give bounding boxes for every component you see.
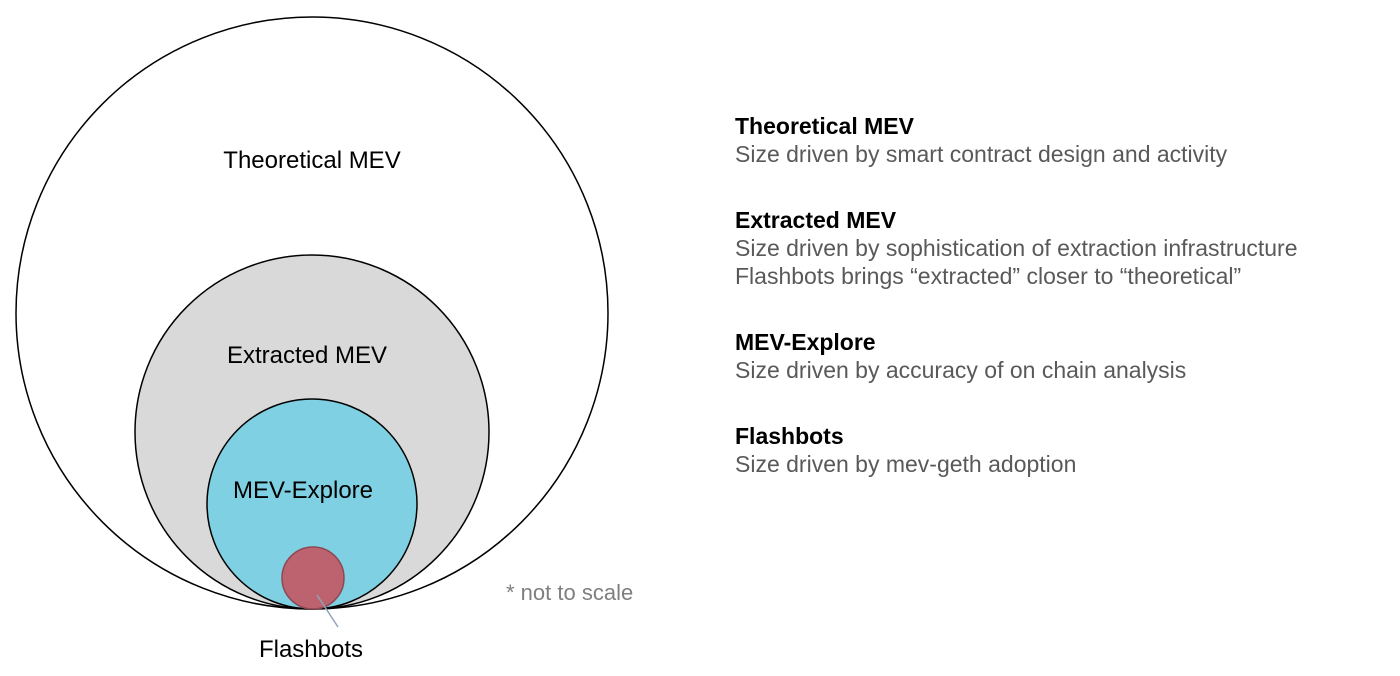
- legend-title: MEV-Explore: [735, 329, 876, 355]
- legend-item-theoretical-mev: Theoretical MEV Size driven by smart con…: [735, 112, 1395, 168]
- label-theoretical-mev: Theoretical MEV: [223, 147, 400, 174]
- label-mev-explore: MEV-Explore: [233, 477, 373, 504]
- legend-item-flashbots: Flashbots Size driven by mev-geth adopti…: [735, 422, 1395, 478]
- legend-item-mev-explore: MEV-Explore Size driven by accuracy of o…: [735, 328, 1395, 384]
- legend: Theoretical MEV Size driven by smart con…: [735, 112, 1395, 516]
- legend-title: Theoretical MEV: [735, 113, 914, 139]
- not-to-scale-note: * not to scale: [506, 580, 633, 605]
- circle-flashbots: [281, 546, 345, 610]
- legend-description: Flashbots brings “extracted” closer to “…: [735, 263, 1242, 289]
- legend-description: Size driven by mev-geth adoption: [735, 451, 1077, 477]
- legend-description: Size driven by smart contract design and…: [735, 141, 1228, 167]
- flashbots-callout-line: [316, 594, 339, 628]
- legend-title: Flashbots: [735, 423, 844, 449]
- legend-description: Size driven by accuracy of on chain anal…: [735, 357, 1187, 383]
- legend-description: Size driven by sophistication of extract…: [735, 235, 1298, 261]
- legend-title: Extracted MEV: [735, 207, 897, 233]
- legend-item-extracted-mev: Extracted MEV Size driven by sophisticat…: [735, 206, 1395, 290]
- label-flashbots-callout: Flashbots: [259, 636, 363, 663]
- nested-circles-diagram: Theoretical MEV Extracted MEV MEV-Explor…: [15, 16, 633, 663]
- label-extracted-mev: Extracted MEV: [227, 342, 387, 369]
